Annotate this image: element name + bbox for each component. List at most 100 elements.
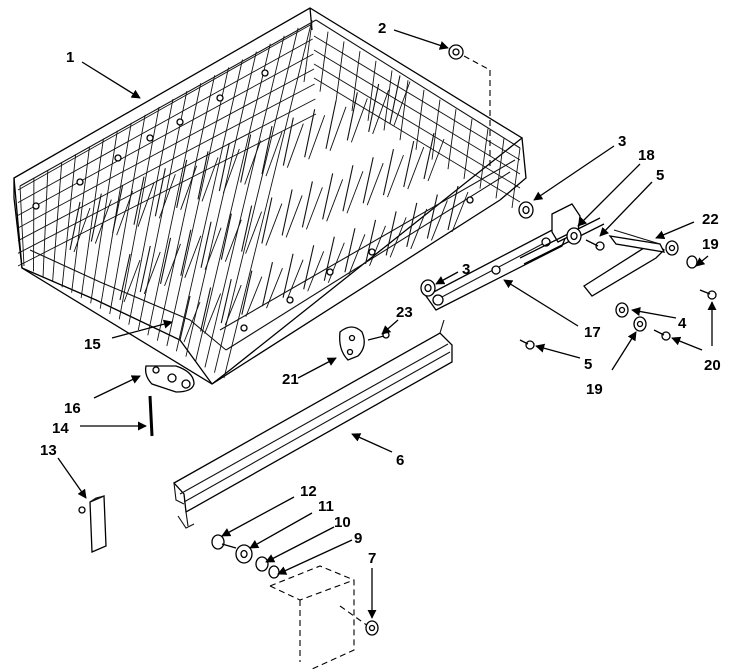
rack-wire xyxy=(348,234,366,275)
rack-wire xyxy=(94,199,112,244)
rack-wire xyxy=(367,60,377,121)
callout-19-lower: 19 xyxy=(586,381,603,398)
rack-wire xyxy=(406,202,418,248)
rack-wire xyxy=(329,106,347,151)
rack-wire xyxy=(382,149,395,196)
screw-part-5-upper xyxy=(585,239,605,251)
rack-wire xyxy=(244,140,262,185)
callout-21: 21 xyxy=(282,371,299,388)
rack-wire xyxy=(410,208,428,250)
callout-3-lower: 3 xyxy=(462,261,470,278)
rack-wire xyxy=(286,123,304,168)
rack-wire xyxy=(399,80,409,141)
rack-wire xyxy=(218,142,230,192)
rack-wire xyxy=(308,115,326,160)
rack-wire xyxy=(319,31,329,92)
callout-12: 12 xyxy=(300,483,317,500)
rack-wire xyxy=(369,225,386,267)
rack-wire xyxy=(313,77,521,203)
nut-part-7 xyxy=(365,620,379,636)
rack-wire xyxy=(313,35,521,161)
callout-17: 17 xyxy=(584,324,601,341)
callout-22: 22 xyxy=(702,211,719,228)
callout-14: 14 xyxy=(52,420,69,437)
rack-wire xyxy=(90,130,118,304)
rack-wire xyxy=(180,165,198,210)
callout-13: 13 xyxy=(40,442,57,459)
rack-wire xyxy=(265,131,283,177)
rack-wire xyxy=(224,284,242,326)
rack-wire xyxy=(265,203,283,246)
rack-wire xyxy=(245,276,263,317)
washer-part-4 xyxy=(615,302,629,318)
rack-wire xyxy=(407,146,425,190)
callout-9: 9 xyxy=(354,530,362,547)
rack-wire xyxy=(214,27,299,373)
rack-wire xyxy=(261,262,273,307)
callout-23: 23 xyxy=(396,304,413,321)
screw-part-20-lower xyxy=(653,329,671,341)
rack-wire xyxy=(176,159,188,208)
rack-wire xyxy=(185,51,257,357)
rack-wire xyxy=(194,43,271,363)
rack-wire xyxy=(335,41,345,102)
rack-wire xyxy=(389,75,401,124)
callout-16: 16 xyxy=(64,400,81,417)
callout-10: 10 xyxy=(334,514,351,531)
callout-1: 1 xyxy=(66,49,74,66)
rack-wire xyxy=(285,195,303,238)
rack-wire xyxy=(362,157,374,204)
rack-wire xyxy=(261,197,273,244)
rack-wire xyxy=(366,163,384,206)
adjuster-linkage xyxy=(425,203,666,311)
rack-wire xyxy=(266,267,283,309)
rack-wire xyxy=(323,236,335,281)
rack-wire xyxy=(372,89,390,135)
rack-wire xyxy=(303,245,315,290)
rack-wire xyxy=(99,122,132,309)
callout-18: 18 xyxy=(638,147,655,164)
rack-wire xyxy=(137,182,155,227)
rack-wire xyxy=(184,235,202,278)
rack-wire xyxy=(220,213,232,260)
end-cap-part-13 xyxy=(78,495,107,553)
rack-wire xyxy=(69,201,81,251)
rack-wire xyxy=(158,174,176,219)
rack-wire xyxy=(222,148,240,194)
callout-7: 7 xyxy=(368,550,376,567)
rack-wire xyxy=(204,227,222,270)
rack-wire xyxy=(241,270,253,315)
rack-wire xyxy=(393,81,411,126)
rack-wire xyxy=(431,99,441,160)
rack-wire xyxy=(139,245,151,293)
rack-wire xyxy=(183,301,201,343)
rack-wire xyxy=(385,211,397,256)
rack-wire xyxy=(245,211,263,254)
rack-wire xyxy=(430,200,448,241)
rack-wire xyxy=(350,98,368,143)
rack-wire xyxy=(109,114,146,315)
rack-wire xyxy=(200,287,212,332)
rack-wire xyxy=(147,83,202,336)
rack-wire xyxy=(112,185,124,234)
rack-wire xyxy=(17,98,316,254)
clip-part-16 xyxy=(144,365,195,393)
rack-wire xyxy=(303,21,313,83)
rack-wire xyxy=(387,154,404,198)
rack-wire xyxy=(80,138,104,299)
screw-part-5-lower xyxy=(519,339,535,350)
wheel-housing-outline xyxy=(269,565,369,670)
rack-wire xyxy=(128,98,174,325)
callout-20: 20 xyxy=(704,357,721,374)
rack-wire xyxy=(451,191,469,233)
rack-wire xyxy=(479,128,489,189)
clip-part-9 xyxy=(268,565,280,579)
rack-wire xyxy=(156,75,216,341)
rack-wire xyxy=(154,168,166,217)
rack-wire xyxy=(368,83,380,133)
rack-wire xyxy=(123,259,141,303)
callout-5-lower: 5 xyxy=(584,356,592,373)
rack-wire xyxy=(325,100,337,149)
rack-wire xyxy=(427,138,445,182)
